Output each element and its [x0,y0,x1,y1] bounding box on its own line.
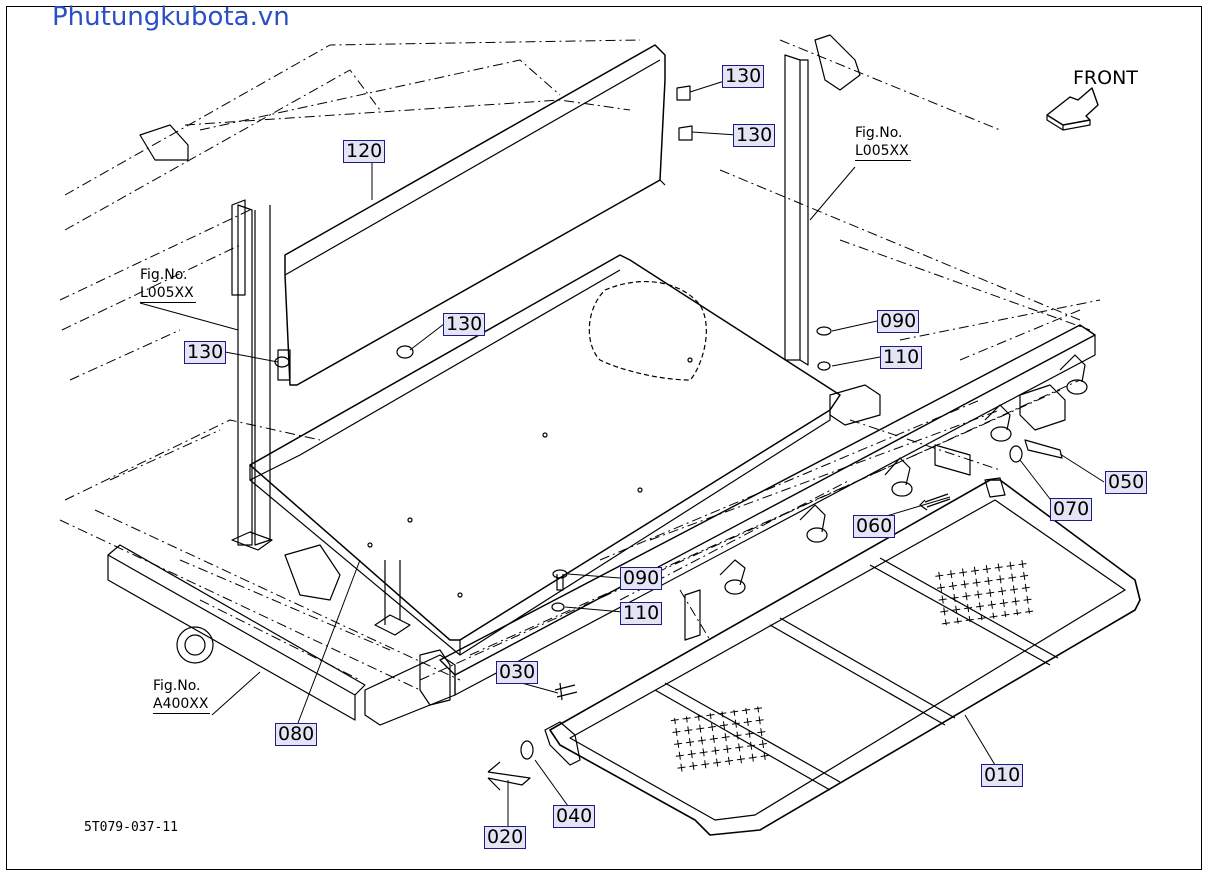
figure-reference[interactable]: Fig.No. L005XX [855,124,911,161]
figure-reference[interactable]: Fig.No. A400XX [153,677,211,714]
figure-reference-label: Fig.No. [855,125,903,141]
front-direction-label: FRONT [1073,67,1138,89]
part-callout-020[interactable]: 020 [484,826,527,849]
part-callout-070[interactable]: 070 [1050,498,1093,521]
drawing-number: 5T079-037-11 [84,820,178,835]
figure-reference-label: Fig.No. [153,678,201,694]
part-callout-110[interactable]: 110 [620,602,663,625]
part-callout-050[interactable]: 050 [1105,471,1148,494]
figure-reference-label: Fig.No. [140,267,188,283]
watermark-text: Phutungkubota.vn [52,2,290,32]
part-callout-130[interactable]: 130 [184,341,227,364]
part-callout-010[interactable]: 010 [981,764,1024,787]
part-callout-030[interactable]: 030 [496,661,539,684]
figure-reference[interactable]: Fig.No. L005XX [140,266,196,303]
part-callout-090[interactable]: 090 [877,310,920,333]
part-callout-130[interactable]: 130 [722,65,765,88]
figure-reference-code: L005XX [855,143,911,161]
figure-reference-code: L005XX [140,285,196,303]
part-callout-120[interactable]: 120 [343,140,386,163]
drawing-border [6,6,1202,870]
part-callout-090[interactable]: 090 [620,567,663,590]
part-callout-130[interactable]: 130 [443,313,486,336]
part-callout-130[interactable]: 130 [733,124,776,147]
part-callout-060[interactable]: 060 [853,515,896,538]
part-callout-110[interactable]: 110 [880,346,923,369]
figure-reference-code: A400XX [153,696,211,714]
part-callout-040[interactable]: 040 [553,805,596,828]
part-callout-080[interactable]: 080 [275,723,318,746]
